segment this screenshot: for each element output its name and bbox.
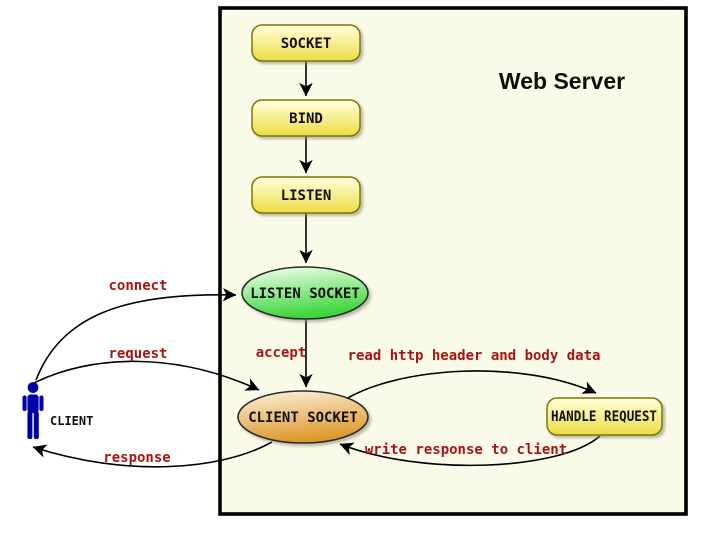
node-listen-socket-label: LISTEN SOCKET [250, 286, 360, 302]
node-listen: LISTEN [251, 176, 361, 214]
node-handle-request-label: HANDLE REQUEST [551, 409, 657, 425]
node-listen-socket: LISTEN SOCKET [241, 266, 369, 320]
edge-label-connect: connect [108, 278, 167, 294]
node-client-socket-label: CLIENT SOCKET [248, 410, 358, 426]
client-actor-label: CLIENT [50, 414, 93, 428]
node-bind-shape [251, 99, 361, 137]
edge-label-read-http: read http header and body data [348, 348, 601, 364]
node-bind-label: BIND [289, 111, 323, 127]
node-listen-shape [251, 176, 361, 214]
node-handle-request: HANDLE REQUEST [546, 397, 663, 436]
web-server-title: Web Server [499, 68, 625, 94]
node-listen-socket-shape [241, 266, 369, 320]
node-client-socket: CLIENT SOCKET [237, 390, 369, 444]
node-handle-request-shape [546, 397, 663, 436]
edge-label-write-response: write response to client [365, 442, 567, 458]
edge-label-accept: accept [256, 345, 307, 361]
arrow-connect [35, 287, 237, 381]
arrow-read-http [345, 370, 597, 400]
edge-label-response: response [103, 450, 170, 466]
node-socket-shape [251, 24, 361, 62]
node-socket: SOCKET [251, 24, 361, 62]
node-socket-label: SOCKET [281, 36, 332, 52]
node-listen-label: LISTEN [281, 188, 332, 204]
node-bind: BIND [251, 99, 361, 137]
node-client-socket-shape [237, 390, 369, 444]
edge-label-request: request [108, 346, 167, 362]
arrow-write-response [339, 435, 601, 467]
client-actor-icon [22, 382, 44, 439]
arrow-request [33, 360, 260, 391]
arrow-response [32, 441, 273, 468]
